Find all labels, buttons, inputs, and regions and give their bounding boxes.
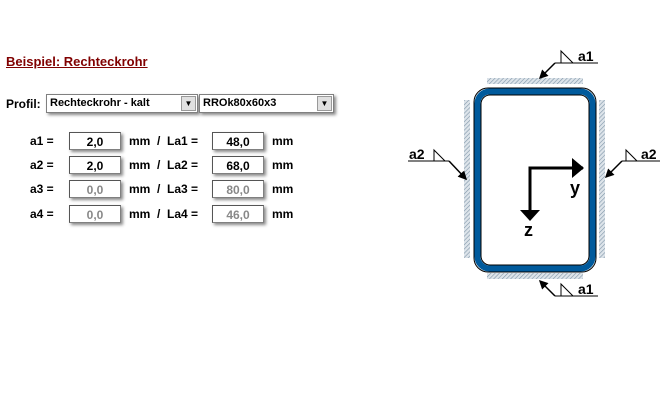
la-input[interactable]: 80,0 bbox=[212, 180, 264, 198]
weld-hatch-bottom bbox=[487, 273, 583, 279]
weld-hatch-right bbox=[599, 100, 605, 258]
profil-label: Profil: bbox=[6, 97, 41, 111]
weld-symbol-right bbox=[604, 148, 660, 179]
weld-label-left: a2 bbox=[409, 146, 425, 162]
la-label: La1 = bbox=[167, 134, 199, 148]
profile-type-value: Rechteckrohr - kalt bbox=[50, 97, 150, 109]
a-label: a4 = bbox=[30, 207, 54, 221]
separator: / bbox=[157, 182, 161, 196]
separator: / bbox=[157, 207, 161, 221]
weld-label-right: a2 bbox=[641, 146, 657, 162]
axis-z-label: z bbox=[524, 220, 533, 240]
la-unit: mm bbox=[272, 207, 294, 221]
a-input[interactable]: 0,0 bbox=[69, 180, 121, 198]
la-input[interactable]: 48,0 bbox=[212, 132, 264, 150]
la-label: La4 = bbox=[167, 207, 199, 221]
a-unit: mm bbox=[129, 134, 151, 148]
separator: / bbox=[157, 158, 161, 172]
weld-symbol-top bbox=[538, 49, 598, 80]
z-arrow-icon bbox=[520, 210, 540, 221]
axis-lines bbox=[528, 166, 583, 212]
la-unit: mm bbox=[272, 158, 294, 172]
weld-label-bottom: a1 bbox=[578, 281, 594, 297]
weld-symbol-bottom bbox=[538, 279, 598, 297]
la-unit: mm bbox=[272, 182, 294, 196]
weld-label-top: a1 bbox=[578, 48, 594, 64]
la-input[interactable]: 46,0 bbox=[212, 205, 264, 223]
weld-symbol-left bbox=[408, 148, 468, 181]
tube-inner bbox=[480, 94, 590, 266]
a-unit: mm bbox=[129, 182, 151, 196]
chevron-down-icon[interactable]: ▼ bbox=[181, 96, 196, 111]
a-input[interactable]: 2,0 bbox=[69, 132, 121, 150]
chevron-down-icon[interactable]: ▼ bbox=[317, 96, 332, 111]
profile-type-dropdown[interactable]: Rechteckrohr - kalt ▼ bbox=[46, 94, 198, 113]
tube-wall bbox=[474, 88, 596, 272]
la-label: La2 = bbox=[167, 158, 199, 172]
a-input[interactable]: 2,0 bbox=[69, 156, 121, 174]
a-input[interactable]: 0,0 bbox=[69, 205, 121, 223]
la-input[interactable]: 68,0 bbox=[212, 156, 264, 174]
weld-hatch-left bbox=[464, 100, 470, 258]
weld-hatch-top bbox=[487, 78, 583, 84]
profile-section-dropdown[interactable]: RROk80x60x3 ▼ bbox=[199, 94, 334, 113]
axis-y-label: y bbox=[570, 178, 580, 198]
a-label: a1 = bbox=[30, 134, 54, 148]
a-unit: mm bbox=[129, 158, 151, 172]
a-label: a3 = bbox=[30, 182, 54, 196]
la-label: La3 = bbox=[167, 182, 199, 196]
tube-outline bbox=[473, 87, 597, 273]
a-label: a2 = bbox=[30, 158, 54, 172]
page-title: Beispiel: Rechteckrohr bbox=[6, 54, 148, 69]
profile-section-value: RROk80x60x3 bbox=[203, 97, 277, 109]
a-unit: mm bbox=[129, 207, 151, 221]
la-unit: mm bbox=[272, 134, 294, 148]
separator: / bbox=[157, 134, 161, 148]
y-arrow-icon bbox=[572, 158, 584, 178]
